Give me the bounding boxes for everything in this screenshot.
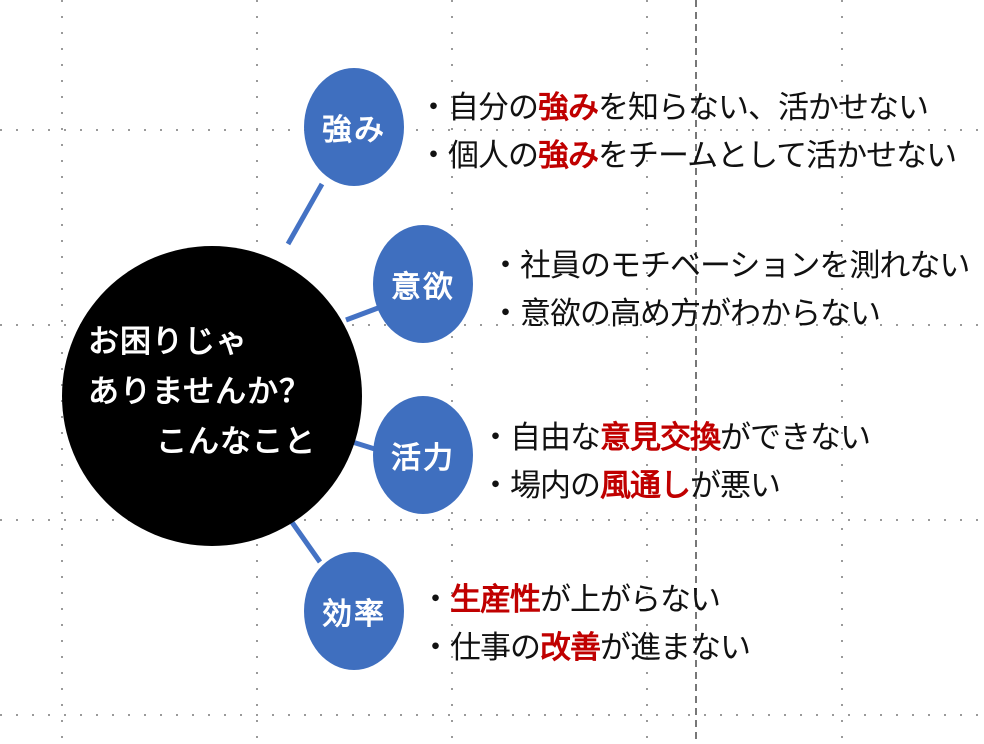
node-label: 活力 <box>391 441 455 476</box>
item-text: が進まない <box>600 630 751 666</box>
center-line-2: ありませんか？ <box>88 374 312 410</box>
node-strength: 強み <box>304 68 404 186</box>
item-text: をチームとして活かせない <box>598 138 957 174</box>
item-efficiency-1: ・生産性が上がらない <box>420 574 721 619</box>
item-text: ができない <box>720 420 871 456</box>
item-strength-1: ・自分の強みを知らない、活かせない <box>418 82 929 127</box>
item-text: を知らない、活かせない <box>598 90 929 126</box>
item-text: ・仕事の <box>420 630 541 666</box>
item-vitality-1: ・自由な意見交換ができない <box>480 412 871 457</box>
center-line-1: お困りじゃ <box>88 324 248 360</box>
connector-1 <box>285 182 325 246</box>
center-line-3: こんなこと <box>156 424 316 460</box>
highlight-text: 改善 <box>540 630 601 666</box>
highlight-text: 生産性 <box>450 582 541 618</box>
item-motivation-2: ・意欲の高め方がわからない <box>490 288 881 333</box>
highlight-text: 強み <box>538 90 599 126</box>
node-efficiency: 効率 <box>304 552 404 670</box>
item-text: ・個人の <box>418 138 539 174</box>
node-label: 意欲 <box>391 270 455 305</box>
item-text: ・場内の <box>480 468 601 504</box>
highlight-text: 強み <box>538 138 599 174</box>
node-vitality: 活力 <box>373 396 473 514</box>
item-vitality-2: ・場内の風通しが悪い <box>480 460 781 505</box>
item-text: が悪い <box>690 468 781 504</box>
connector-2 <box>345 305 379 323</box>
node-motivation: 意欲 <box>373 225 473 343</box>
item-text: ・意欲の高め方がわからない <box>490 296 881 332</box>
highlight-text: 意見交換 <box>600 420 721 456</box>
item-efficiency-2: ・仕事の改善が進まない <box>420 622 751 667</box>
node-label: 強み <box>322 113 386 148</box>
item-strength-2: ・個人の強みをチームとして活かせない <box>418 130 957 175</box>
highlight-text: 風通し <box>600 468 691 504</box>
item-text: が上がらない <box>540 582 721 618</box>
item-text: ・社員のモチベーションを測れない <box>490 248 970 284</box>
item-text: ・自由な <box>480 420 601 456</box>
node-label: 効率 <box>322 597 386 632</box>
item-text: ・ <box>420 582 451 618</box>
item-text: ・自分の <box>418 90 539 126</box>
item-motivation-1: ・社員のモチベーションを測れない <box>490 240 970 285</box>
center-node <box>62 246 362 546</box>
